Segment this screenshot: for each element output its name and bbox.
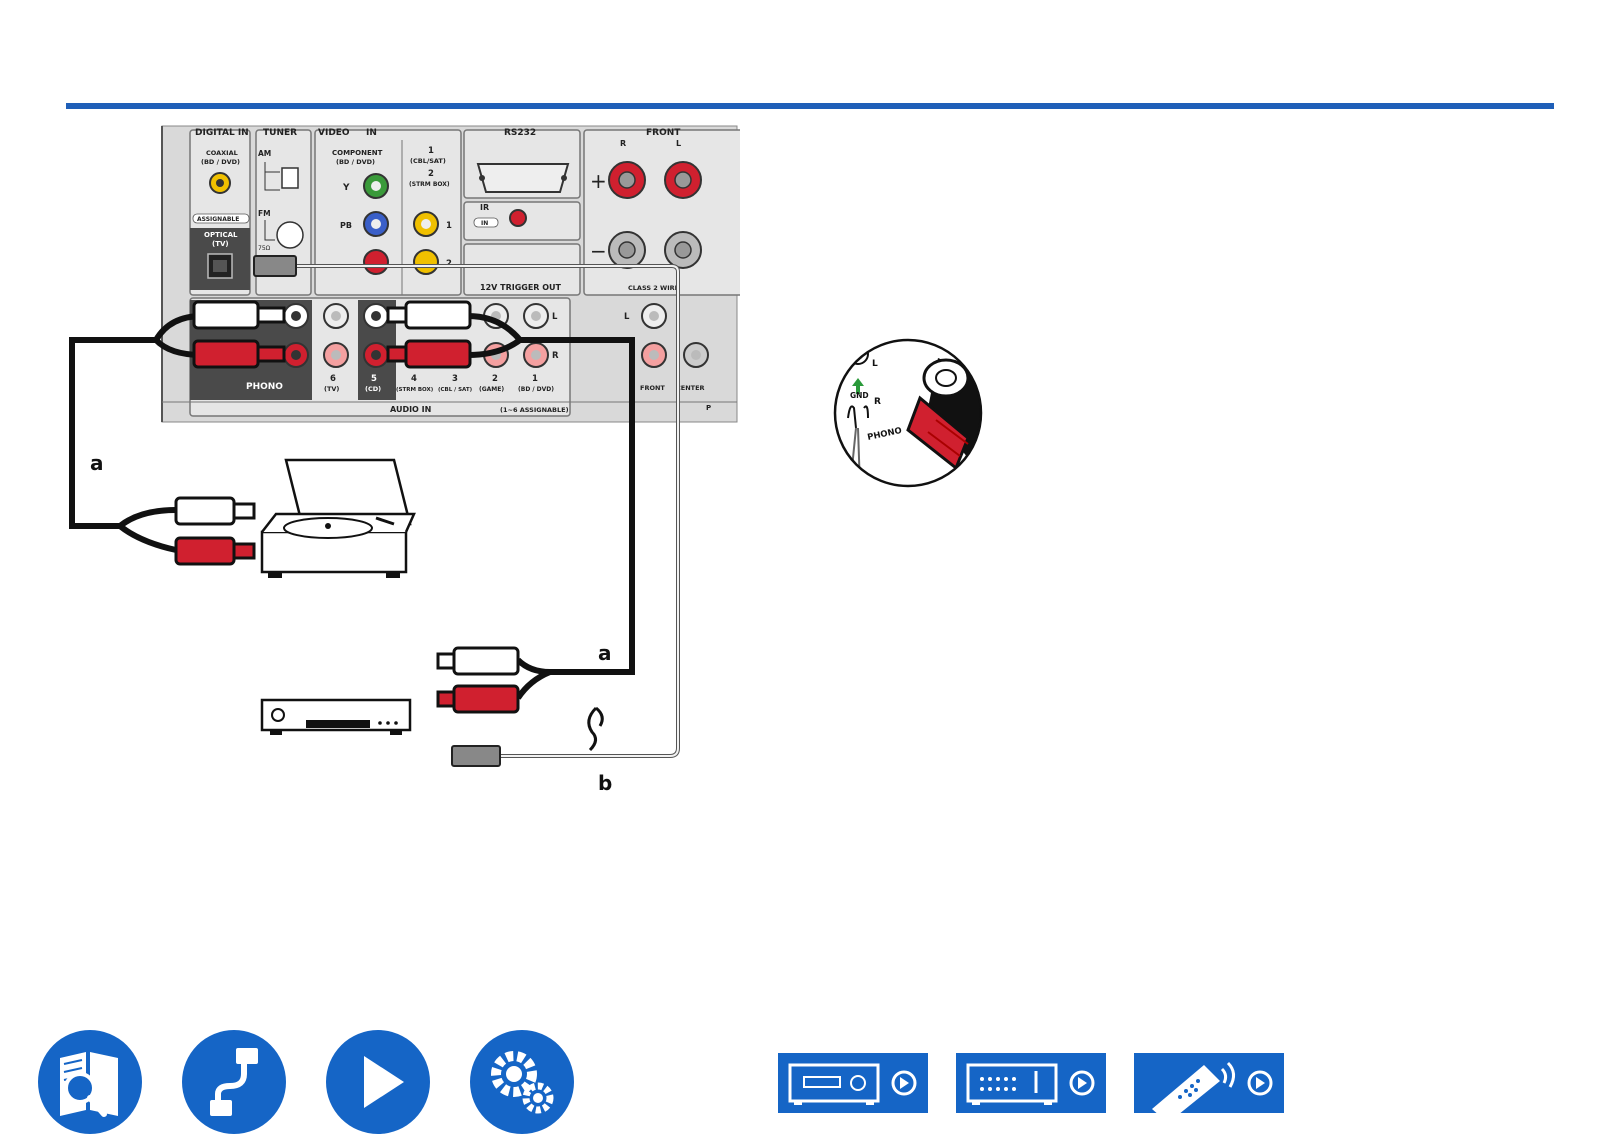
video-in-label: IN (366, 128, 377, 138)
connection-diagram: DIGITAL IN COAXIAL (BD / DVD) ASSIGNABLE… (69, 125, 740, 795)
pre-center-label: CENTER (676, 384, 705, 392)
assignable-range-label: (1~6 ASSIGNABLE) (500, 406, 569, 414)
video-1-label: 1 (428, 146, 434, 156)
optical-plug-bottom (451, 745, 501, 767)
turntable-plug-white (174, 496, 236, 526)
inset-r-label: R (874, 397, 881, 407)
audio-in-label: AUDIO IN (390, 405, 431, 414)
header-rule (66, 103, 1554, 109)
video-2-label: 2 (428, 169, 434, 179)
inset-gnd-label: GND (850, 391, 869, 400)
class2-label: CLASS 2 WIRE (628, 284, 679, 292)
audio-in-2-source-label: (GAME) (479, 386, 504, 393)
cable-a-label-right: a (598, 641, 612, 665)
ir-label: IR (480, 203, 489, 212)
inset-l-label: L (872, 359, 878, 369)
front-panel-button[interactable] (778, 1053, 928, 1113)
cd-input-plug-white (404, 300, 472, 330)
manual-index-button[interactable] (38, 1030, 142, 1134)
am-label: AM (258, 149, 271, 158)
audio-in-2-label: 2 (492, 374, 498, 384)
pre-l-label: L (624, 312, 630, 322)
audio-in-6-label: 6 (330, 374, 336, 384)
phono-label: PHONO (246, 382, 283, 392)
coaxial-label: COAXIAL (206, 149, 238, 157)
audio-in-1-source-label: (BD / DVD) (518, 386, 554, 393)
coaxial-source-label: (BD / DVD) (201, 158, 240, 166)
pre-front-label: FRONT (640, 384, 665, 392)
trigger-label: 12V TRIGGER OUT (480, 283, 562, 292)
pre-p-label: P (706, 404, 711, 412)
digital-in-label: DIGITAL IN (195, 128, 249, 138)
front-l-label: L (676, 139, 681, 148)
component-label: COMPONENT (332, 149, 383, 157)
phono-plug-white (192, 300, 260, 330)
tuner-label: TUNER (263, 128, 297, 138)
front-label: FRONT (646, 128, 681, 138)
rear-panel-icon (966, 1063, 1095, 1105)
assignable-label: ASSIGNABLE (197, 216, 239, 223)
cd-plug-red (452, 684, 520, 714)
connections-button[interactable] (182, 1030, 286, 1134)
optical-source-label: (TV) (212, 240, 229, 248)
minus-label: − (590, 239, 607, 263)
cable-b-label: b (598, 771, 612, 795)
audio-in-6-source-label: (TV) (324, 385, 339, 393)
component-source-label: (BD / DVD) (336, 158, 375, 166)
audio-in-1-label: 1 (532, 374, 538, 384)
playback-icon (364, 1056, 404, 1108)
digital-symbol-icon (587, 706, 604, 752)
plus-label: + (590, 169, 607, 193)
audio-in-5-label: 5 (371, 374, 377, 384)
video-1-source-label: (CBL/SAT) (410, 157, 446, 165)
setup-button[interactable] (470, 1030, 574, 1134)
cd-player-icon (260, 698, 412, 735)
manual-index-icon (60, 1052, 118, 1117)
phono-gnd-inset: L R GND PHONO (833, 338, 983, 488)
optical-plug-top (253, 255, 297, 277)
audio-in-4-source-label: (STRM BOX) (396, 387, 434, 393)
setup-icon (491, 1051, 554, 1114)
cd-plug-white (452, 646, 520, 676)
rs232-port (476, 163, 570, 193)
front-r-label: R (620, 139, 626, 148)
y-label: Y (342, 183, 350, 193)
audio-in-3-source-label: (CBL / SAT) (438, 387, 473, 393)
pb-label: PB (340, 221, 352, 230)
front-panel-icon (788, 1063, 917, 1105)
video-1b-label: 1 (446, 221, 452, 231)
turntable-plug-red (174, 536, 236, 566)
fm-label: FM (258, 209, 271, 218)
playback-button[interactable] (326, 1030, 430, 1134)
fm-ohm-label: 75Ω (258, 245, 271, 252)
video-2-source-label: (STRM BOX) (409, 181, 450, 188)
ir-in-label: IN (481, 220, 488, 227)
audio-in-3-label: 3 (452, 374, 458, 384)
turntable-icon (260, 458, 416, 578)
video-label: VIDEO (318, 128, 350, 138)
rs232-label: RS232 (504, 128, 536, 138)
row-r-label: R (552, 351, 559, 361)
cd-input-plug-red (404, 339, 472, 369)
audio-in-4-label: 4 (411, 374, 417, 384)
rear-panel-button[interactable] (956, 1053, 1106, 1113)
audio-in-5-source-label: (CD) (365, 385, 381, 393)
remote-button[interactable] (1134, 1053, 1284, 1113)
optical-label: OPTICAL (204, 231, 238, 239)
connections-icon (210, 1048, 258, 1116)
row-l-label: L (552, 312, 558, 322)
audio-jacks (283, 303, 709, 368)
remote-icon (1152, 1061, 1273, 1113)
phono-plug-red (192, 339, 260, 369)
cable-a-label-left: a (90, 451, 104, 475)
